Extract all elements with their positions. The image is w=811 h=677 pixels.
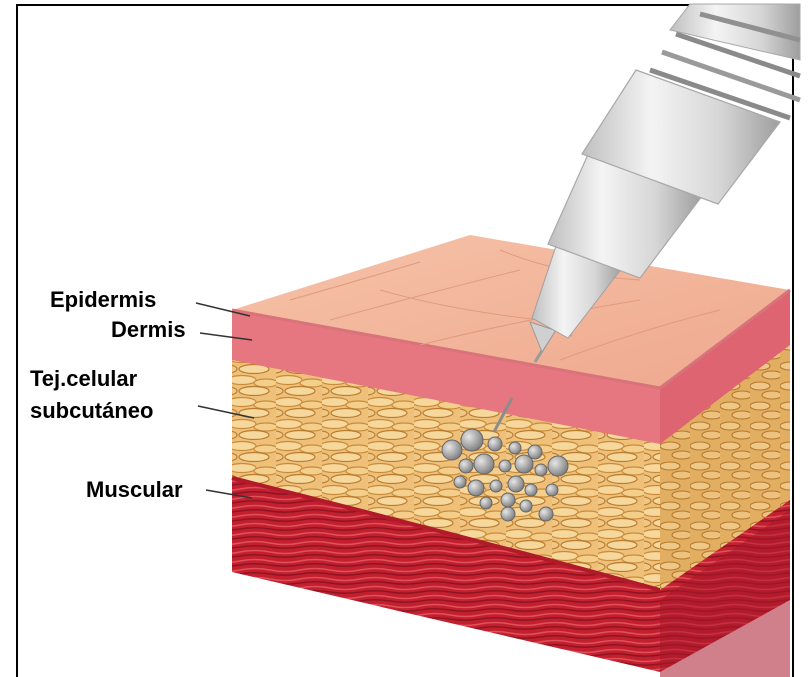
label-subcutaneous-line2: subcutáneo: [30, 398, 153, 423]
label-muscular: Muscular: [86, 477, 183, 502]
label-dermis: Dermis: [111, 317, 186, 342]
label-epidermis: Epidermis: [50, 287, 156, 312]
label-subcutaneous-line1: Tej.celular: [30, 366, 137, 391]
